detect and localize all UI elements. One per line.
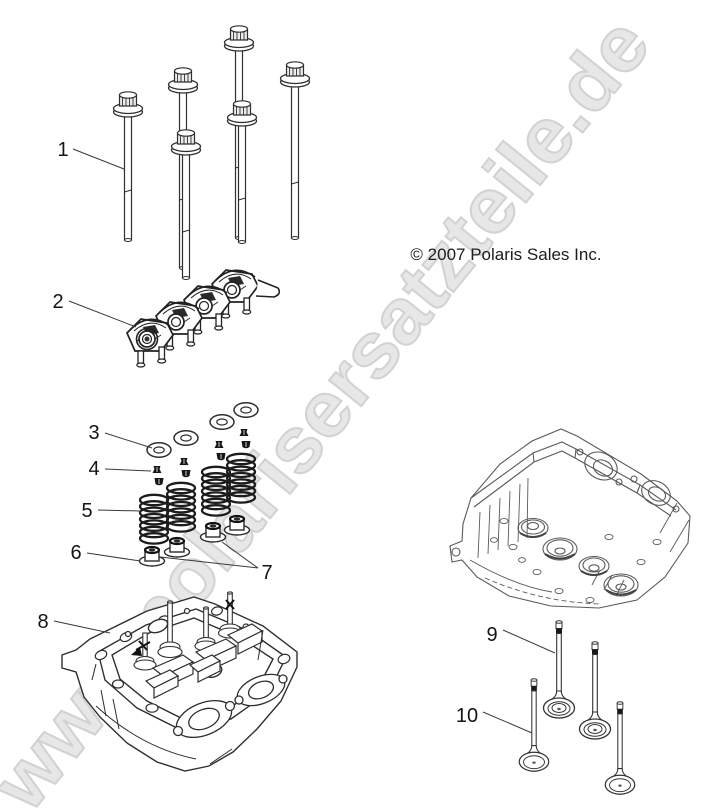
callout-1: 1 <box>57 139 125 170</box>
callout-6: 6 <box>70 542 141 564</box>
valve-seats <box>517 517 639 597</box>
callout-label-9: 9 <box>486 624 497 646</box>
callout-4: 4 <box>88 458 152 480</box>
port-openings <box>576 448 680 513</box>
callout-label-8: 8 <box>37 611 48 633</box>
cylinder-head <box>61 591 298 772</box>
callout-7: 7 <box>159 541 273 584</box>
callout-3: 3 <box>88 422 153 449</box>
callout-label-4: 4 <box>88 458 99 480</box>
head-bolt <box>226 100 258 127</box>
bolt-shafts <box>123 47 300 280</box>
keeper-pair <box>152 465 164 486</box>
callout-label-1: 1 <box>57 139 68 161</box>
valve-spring <box>138 493 170 545</box>
head-bolt <box>170 129 202 156</box>
callouts: 1 2 3 4 5 6 7 8 <box>37 139 556 734</box>
callout-label-10: 10 <box>456 705 478 727</box>
callout-label-5: 5 <box>81 500 92 522</box>
retainer-washer <box>146 442 172 458</box>
keeper-pair <box>214 440 226 461</box>
callout-label-6: 6 <box>70 542 81 564</box>
cylinder-head-underside-view <box>449 428 691 609</box>
retainer-washer <box>233 402 259 418</box>
exhaust-valve <box>518 678 550 772</box>
cylinder-head-bolts <box>112 25 311 280</box>
callout-8: 8 <box>37 611 111 634</box>
head-bolt <box>279 61 311 88</box>
rocker-arm-tip <box>255 279 281 298</box>
head-bolt <box>112 91 144 118</box>
callout-2: 2 <box>52 291 137 328</box>
rocker-arm-assembly <box>126 269 281 368</box>
head-bolt <box>223 25 255 52</box>
valves <box>518 620 636 795</box>
callout-label-2: 2 <box>52 291 63 313</box>
retainer-washer <box>209 414 235 430</box>
callout-10: 10 <box>456 705 533 734</box>
keeper-pair <box>179 457 191 478</box>
callout-label-3: 3 <box>88 422 99 444</box>
callout-label-7: 7 <box>261 562 272 584</box>
exhaust-valve <box>604 701 636 795</box>
copyright-text: © 2007 Polaris Sales Inc. <box>410 245 601 264</box>
callout-5: 5 <box>81 500 142 522</box>
retainer-washer <box>173 430 199 446</box>
callout-9: 9 <box>486 624 556 654</box>
head-bolt <box>167 67 199 94</box>
